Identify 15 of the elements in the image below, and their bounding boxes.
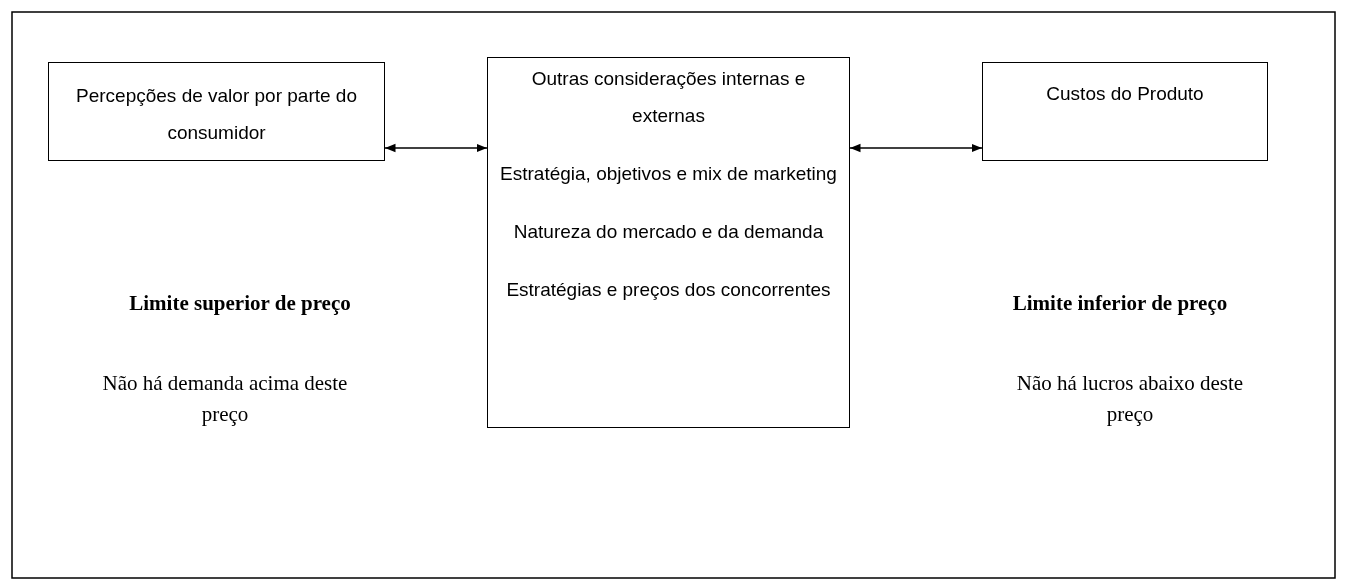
box-text: Estratégia, objetivos e mix de marketing — [499, 162, 838, 186]
heading: Limite superior de preço — [128, 290, 352, 317]
note-text: Não há lucros abaixo deste preço — [1015, 370, 1245, 428]
heading: Limite inferior de preço — [1011, 290, 1229, 317]
box-text: Percepções de valor por parte do consumidor — [75, 84, 358, 145]
text-box — [487, 57, 850, 428]
text-box — [48, 62, 385, 161]
box-text: Natureza do mercado e da demanda — [512, 220, 825, 244]
text-box — [982, 62, 1268, 161]
note-text: Não há demanda acima deste preço — [101, 370, 349, 428]
box-text: Custos do Produto — [1045, 82, 1205, 106]
box-text: Estratégias e preços dos concorrentes — [505, 278, 832, 302]
double-arrow — [849, 143, 983, 153]
box-text: Outras considerações internas e externas — [530, 67, 807, 128]
double-arrow — [384, 143, 488, 153]
